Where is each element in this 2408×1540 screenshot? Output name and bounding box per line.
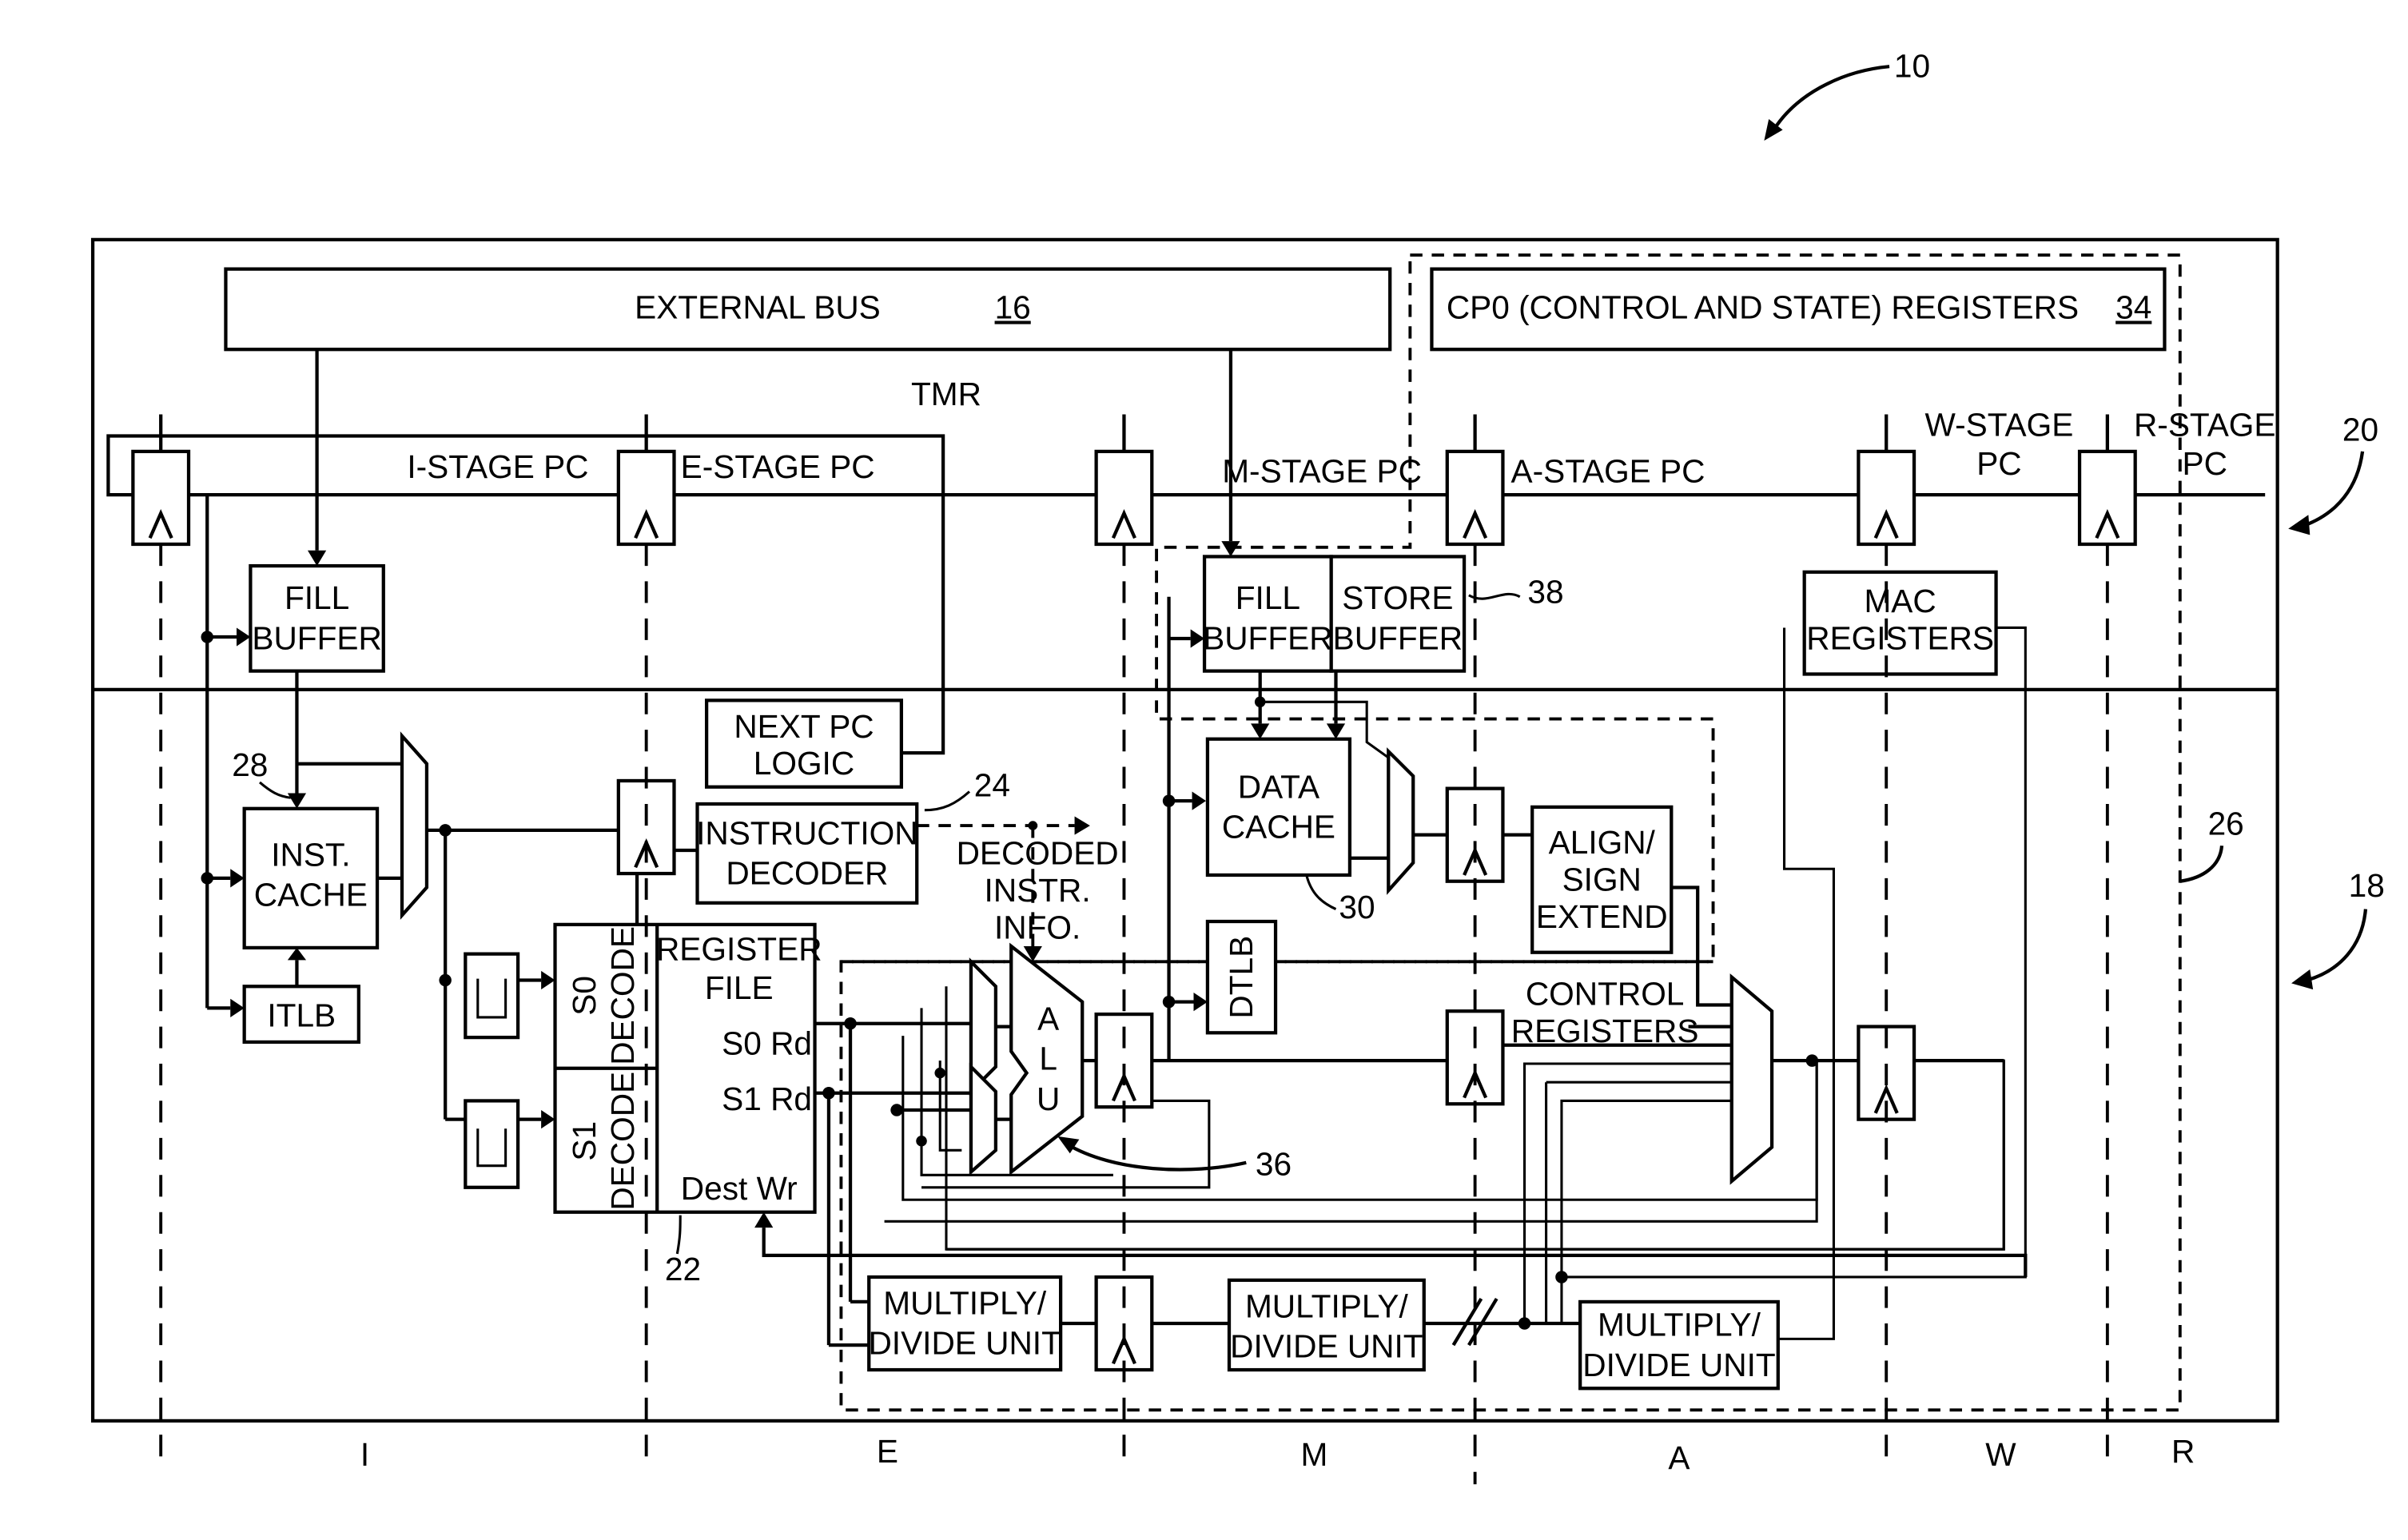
decoded-info-line2: INSTR. [985, 872, 1091, 909]
ref-24: 24 [974, 766, 1010, 803]
stage-label-e: E [877, 1433, 898, 1470]
m-fill-buffer-line2: BUFFER [1203, 620, 1332, 657]
i-fill-buffer-line1: FILL [285, 579, 349, 616]
inst-cache-line1: INST. [271, 836, 350, 873]
mdu-a-line1: MULTIPLY/ [1598, 1306, 1761, 1343]
tmr-label: TMR [911, 376, 981, 412]
data-cache-line1: DATA [1238, 768, 1319, 805]
stage-label-m: M [1300, 1436, 1327, 1473]
s0-decode-a: S0 [566, 976, 603, 1016]
a-stage-pc-latch [1447, 452, 1503, 544]
s0-delay-latch [465, 954, 518, 1037]
e-stage-pc-label: E-STAGE PC [681, 448, 875, 485]
data-cache-line2: CACHE [1222, 809, 1335, 846]
figure-ref: 10 [1894, 48, 1930, 85]
ref-38: 38 [1527, 573, 1563, 610]
mdu-e-line2: DIVIDE UNIT [868, 1325, 1061, 1362]
external-bus-label: EXTERNAL BUS [635, 289, 881, 326]
a-stage-pc-label: A-STAGE PC [1511, 453, 1706, 490]
ref-36: 36 [1256, 1145, 1292, 1182]
stage-label-w: W [1985, 1436, 2016, 1473]
control-registers-line1: CONTROL [1526, 975, 1685, 1012]
alu-letter-l: L [1039, 1041, 1057, 1077]
dest-wr-label: Dest Wr [681, 1170, 798, 1207]
s0-rd-label: S0 Rd [722, 1025, 812, 1061]
store-buffer-line1: STORE [1342, 579, 1453, 616]
r-stage-pc-latch [2080, 452, 2135, 544]
ref-20: 20 [2342, 411, 2378, 448]
data-cache [1208, 739, 1350, 875]
dtlb-label: DTLB [1223, 936, 1260, 1019]
mdu-m-line1: MULTIPLY/ [1245, 1287, 1409, 1324]
decoded-info-line1: DECODED [957, 834, 1119, 871]
w-stage-pc-label-1: W-STAGE [1925, 407, 2074, 444]
control-registers-line2: REGISTERS [1511, 1013, 1699, 1049]
decoded-info-line3: INFO. [994, 909, 1081, 945]
cp0-label: CP0 (CONTROL AND STATE) REGISTERS [1447, 289, 2079, 326]
stage-label-r: R [2171, 1433, 2195, 1470]
register-file-line2: FILE [705, 969, 774, 1006]
mdu-e-line1: MULTIPLY/ [883, 1284, 1047, 1321]
i-stage-pc-latch [133, 452, 189, 544]
m-stage-pc-label: M-STAGE PC [1222, 453, 1422, 490]
external-bus-ref: 16 [995, 289, 1031, 326]
writeback-mux [1732, 977, 1772, 1181]
itlb-label: ITLB [267, 997, 336, 1034]
i-fill-buffer-line2: BUFFER [252, 620, 381, 657]
mdu-m-line2: DIVIDE UNIT [1230, 1328, 1423, 1365]
register-file-line1: REGISTER [656, 930, 822, 967]
fetch-mux [402, 736, 427, 915]
next-pc-logic-line1: NEXT PC [734, 708, 874, 745]
ref-18: 18 [2349, 867, 2385, 904]
r-stage-pc-label-1: R-STAGE [2134, 407, 2276, 444]
ref-26: 26 [2208, 806, 2244, 842]
mac-registers-line1: MAC [1864, 583, 1936, 619]
a-stage-data-latch [1447, 789, 1503, 881]
s1-decode-a: S1 [566, 1121, 603, 1161]
alu-letter-u: U [1037, 1080, 1060, 1117]
stage-label-a: A [1668, 1439, 1690, 1476]
ref-30: 30 [1339, 889, 1375, 925]
data-mux [1388, 751, 1413, 890]
ref-22: 22 [665, 1251, 701, 1287]
align-line2: SIGN [1562, 861, 1642, 897]
instruction-decoder-line1: INSTRUCTION [696, 814, 917, 851]
a-stage-latch [1447, 1011, 1503, 1104]
m-stage-pc-latch [1097, 452, 1152, 544]
cp0-ref: 34 [2115, 289, 2151, 326]
m-fill-buffer-line1: FILL [1236, 579, 1300, 616]
e-stage-pc-latch [619, 452, 675, 544]
alu-src-mux-b [971, 1067, 996, 1172]
i-stage-pc-label: I-STAGE PC [407, 448, 588, 485]
r-stage-pc-label-2: PC [2183, 445, 2227, 482]
w-stage-pc-label-2: PC [1976, 445, 2021, 482]
store-buffer-line2: BUFFER [1333, 620, 1463, 657]
ref-28: 28 [232, 746, 268, 783]
align-line1: ALIGN/ [1549, 824, 1656, 861]
stage-label-i: I [360, 1436, 369, 1473]
s1-rd-label: S1 Rd [722, 1080, 812, 1117]
s1-delay-latch [465, 1100, 518, 1187]
mac-registers-line2: REGISTERS [1806, 620, 1994, 657]
mdu-a-line2: DIVIDE UNIT [1582, 1347, 1775, 1383]
s0-decode-b: DECODE [604, 926, 641, 1065]
w-stage-pc-latch [1858, 452, 1914, 544]
s1-decode-b: DECODE [604, 1072, 641, 1211]
align-line3: EXTEND [1536, 898, 1668, 935]
next-pc-logic-line2: LOGIC [754, 745, 854, 782]
alu-letter-a: A [1037, 1000, 1059, 1037]
instruction-decoder-line2: DECODER [726, 855, 888, 892]
figure-ref-arrow [1772, 66, 1889, 133]
inst-cache-line2: CACHE [254, 877, 368, 913]
